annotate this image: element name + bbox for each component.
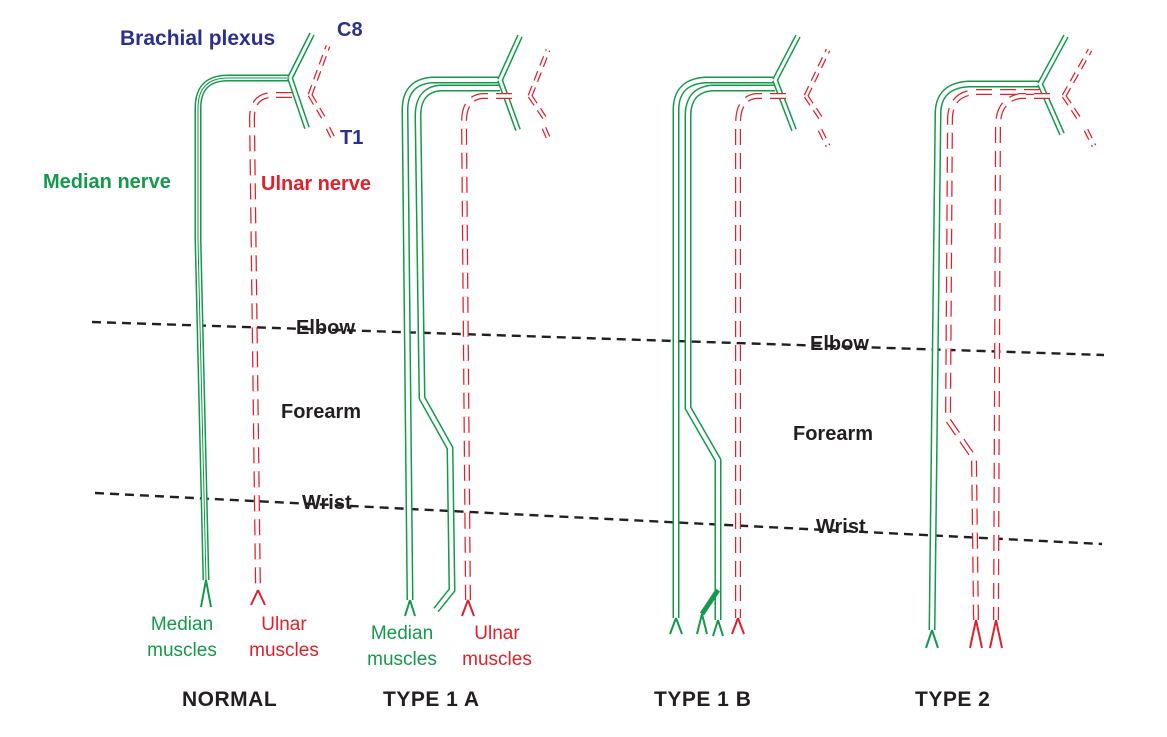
type1a-ulnar-muscles-label: Ulnar muscles <box>451 621 543 673</box>
normal-median-nerve <box>194 32 315 608</box>
type1a-ulnar-muscles-line1: Ulnar <box>474 623 520 644</box>
type1a-median-nerves <box>401 34 523 617</box>
t1-label: T1 <box>340 127 364 149</box>
forearm-label-left: Forearm <box>281 401 362 423</box>
elbow-line <box>91 320 1105 357</box>
normal-median-muscles-label: Median muscles <box>136 612 228 664</box>
wrist-line <box>94 491 1103 546</box>
forearm-label-right: Forearm <box>793 423 874 445</box>
type2-median-nerve <box>925 34 1069 649</box>
elbow-label-right: Elbow <box>810 333 869 355</box>
elbow-label-left: Elbow <box>296 317 355 339</box>
type-label-type1a: TYPE 1 A <box>383 688 480 711</box>
ulnar-nerve-label: Ulnar nerve <box>261 173 372 195</box>
type1b-median-nerves <box>669 34 801 637</box>
type1a-ulnar-muscles-line2: muscles <box>462 649 532 670</box>
normal-ulnar-nerve <box>248 45 337 606</box>
type1b-ulnar-nerve <box>731 48 831 635</box>
type1a-median-muscles-label: Median muscles <box>356 621 448 673</box>
type-label-type1b: TYPE 1 B <box>654 688 752 711</box>
type-label-type2: TYPE 2 <box>915 688 991 711</box>
normal-ulnar-muscles-label: Ulnar muscles <box>238 612 330 664</box>
normal-median-muscles-line2: muscles <box>147 640 217 661</box>
wrist-label-right: Wrist <box>816 516 866 538</box>
normal-ulnar-muscles-line2: muscles <box>249 640 319 661</box>
type1a-median-muscles-line1: Median <box>370 623 434 644</box>
wrist-label-left: Wrist <box>302 492 352 514</box>
type-label-normal: NORMAL <box>182 688 278 711</box>
type1a-median-muscles-line2: muscles <box>367 649 437 670</box>
type1a-ulnar-nerve <box>460 49 553 617</box>
brachial-plexus-label: Brachial plexus <box>120 27 276 50</box>
median-nerve-label: Median nerve <box>43 171 171 193</box>
c8-label: C8 <box>337 19 363 41</box>
type2-ulnar-nerves <box>944 48 1097 649</box>
normal-ulnar-muscles-line1: Ulnar <box>261 614 307 635</box>
normal-median-muscles-line1: Median <box>150 614 214 635</box>
